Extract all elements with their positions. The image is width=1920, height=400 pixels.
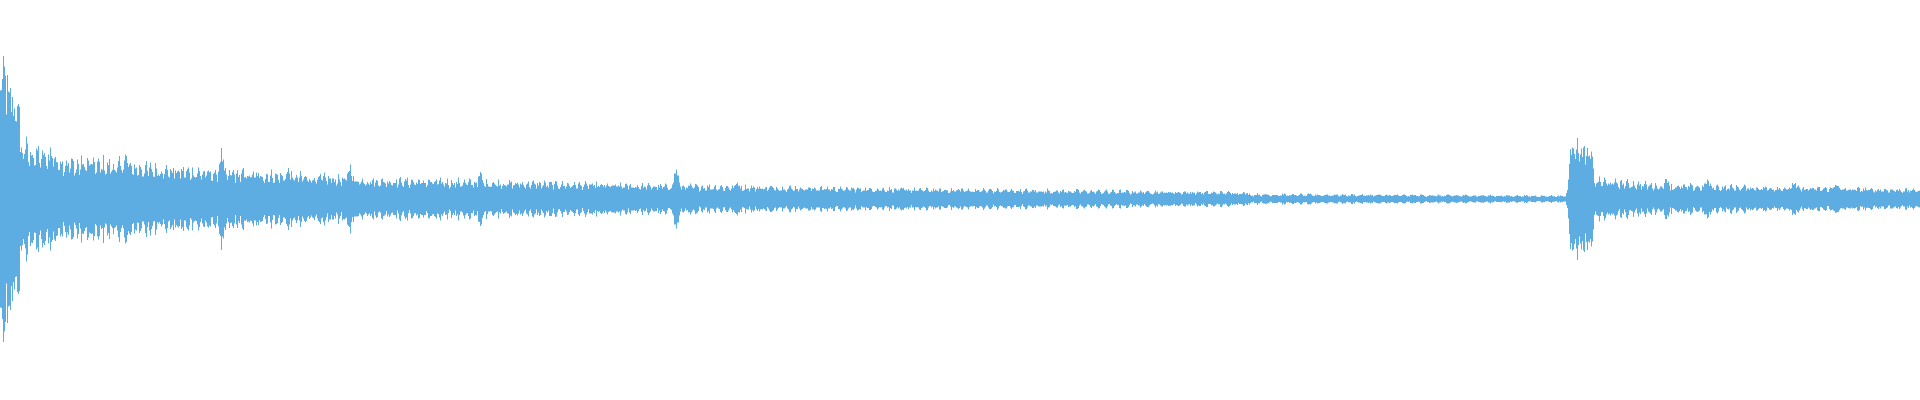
- waveform-bars: [0, 56, 1920, 342]
